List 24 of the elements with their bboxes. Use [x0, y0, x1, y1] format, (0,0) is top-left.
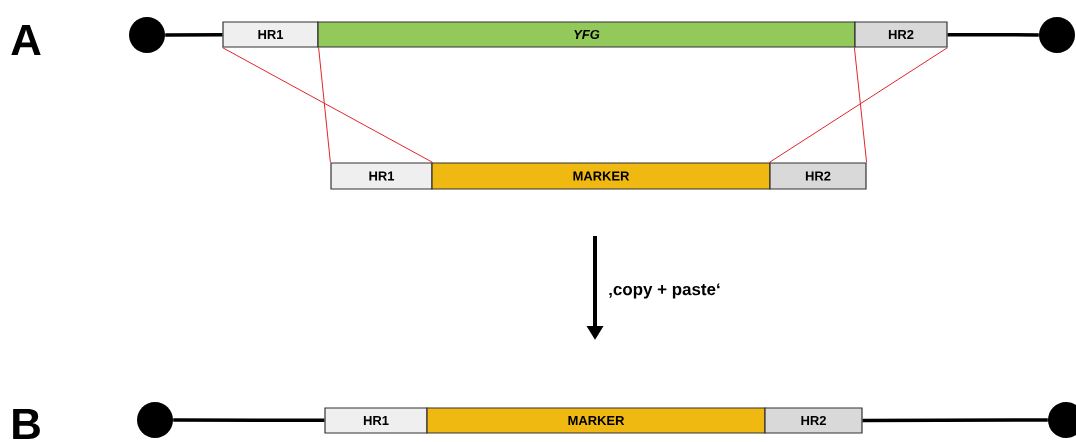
homology-line — [221, 47, 434, 163]
connector-line — [947, 32, 1039, 37]
chromosome-end — [137, 402, 173, 438]
panel-label: B — [13, 408, 40, 440]
homology-line — [318, 47, 331, 163]
chromosome-end — [1039, 17, 1075, 53]
connector-line — [173, 418, 325, 423]
gene-segment: HR1 — [222, 21, 319, 48]
gene-segment: YFG — [317, 21, 856, 48]
gene-segment: HR1 — [324, 407, 428, 434]
chromosome-end — [1048, 402, 1076, 438]
homology-line — [853, 47, 868, 163]
homology-line — [768, 47, 949, 163]
chromosome-end — [129, 17, 165, 53]
gene-segment: HR1 — [330, 162, 433, 190]
gene-segment: HR2 — [854, 21, 948, 48]
connector-line — [165, 32, 223, 37]
step-label: ‚copy + paste‘ — [609, 283, 720, 299]
gene-segment: HR2 — [769, 162, 867, 190]
gene-segment: MARKER — [426, 407, 766, 434]
gene-segment: HR2 — [764, 407, 863, 434]
gene-segment: MARKER — [431, 162, 771, 190]
connector-line — [862, 418, 1048, 423]
panel-label: A — [11, 24, 41, 56]
